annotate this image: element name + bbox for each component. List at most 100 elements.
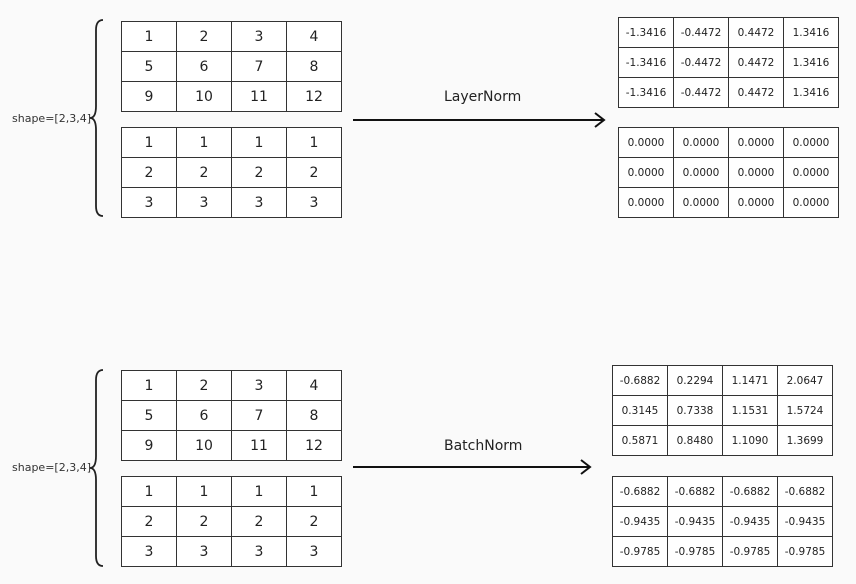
table-cell: 9	[121, 81, 177, 112]
shape-label: shape=[2,3,4]	[12, 461, 91, 474]
table-row: 1 1 1 1	[121, 127, 342, 158]
layernorm-panel: shape=[2,3,4] 1 2 3 4 5 6 7 8 9 10 11 12…	[12, 17, 839, 218]
table-row: 0.5871 0.8480 1.1090 1.3699	[612, 425, 833, 456]
table-cell: -0.9785	[612, 536, 668, 567]
table-row: 0.0000 0.0000 0.0000 0.0000	[618, 127, 839, 158]
table-cell: 1	[286, 476, 342, 507]
table-cell: 8	[286, 400, 342, 431]
table-cell: 10	[176, 81, 232, 112]
batchnorm-panel: shape=[2,3,4] 1 2 3 4 5 6 7 8 9 10 11 12…	[0, 292, 856, 584]
table-cell: 1.1090	[722, 425, 778, 456]
output-tensor-0: -0.6882 0.2294 1.1471 2.0647 0.3145 0.73…	[612, 365, 833, 456]
table-cell: -0.9785	[777, 536, 833, 567]
table-cell: -0.9435	[722, 506, 778, 537]
table-cell: 1	[121, 370, 177, 401]
table-row: -0.6882 -0.6882 -0.6882 -0.6882	[612, 476, 833, 507]
table-cell: -0.9435	[612, 506, 668, 537]
table-cell: 3	[176, 536, 232, 567]
table-cell: 1	[231, 127, 287, 158]
table-row: 9 10 11 12	[121, 430, 342, 461]
table-cell: 0.8480	[667, 425, 723, 456]
table-cell: 3	[176, 187, 232, 218]
table-cell: 2	[176, 157, 232, 188]
table-cell: 3	[121, 187, 177, 218]
table-cell: 4	[286, 370, 342, 401]
table-cell: 2	[286, 506, 342, 537]
table-row: 1 2 3 4	[121, 370, 342, 401]
table-cell: 2	[176, 370, 232, 401]
table-cell: 0.0000	[728, 187, 784, 218]
table-cell: 0.0000	[783, 127, 839, 158]
table-cell: 0.4472	[728, 77, 784, 108]
arrow-right-icon	[353, 112, 606, 128]
table-cell: 1.1531	[722, 395, 778, 426]
table-row: 5 6 7 8	[121, 51, 342, 82]
operation-label: LayerNorm	[444, 89, 522, 105]
table-cell: 0.2294	[667, 365, 723, 396]
table-cell: -0.6882	[722, 476, 778, 507]
table-row: 1 1 1 1	[121, 476, 342, 507]
table-cell: 0.0000	[728, 127, 784, 158]
table-cell: 1	[231, 476, 287, 507]
table-cell: -0.9435	[777, 506, 833, 537]
table-row: 3 3 3 3	[121, 187, 342, 218]
table-cell: 0.7338	[667, 395, 723, 426]
table-cell: 0.0000	[618, 187, 674, 218]
table-cell: 1.3416	[783, 17, 839, 48]
table-cell: 0.5871	[612, 425, 668, 456]
table-cell: 2	[121, 506, 177, 537]
table-cell: 6	[176, 51, 232, 82]
table-cell: 1	[176, 127, 232, 158]
table-cell: 3	[286, 536, 342, 567]
input-tensor-0: 1 2 3 4 5 6 7 8 9 10 11 12	[121, 370, 342, 461]
table-cell: 1	[176, 476, 232, 507]
table-row: -0.6882 0.2294 1.1471 2.0647	[612, 365, 833, 396]
table-cell: -0.6882	[667, 476, 723, 507]
table-row: -0.9435 -0.9435 -0.9435 -0.9435	[612, 506, 833, 537]
left-brace-icon	[89, 369, 104, 567]
table-cell: 10	[176, 430, 232, 461]
table-cell: 9	[121, 430, 177, 461]
table-cell: 3	[231, 370, 287, 401]
table-row: 9 10 11 12	[121, 81, 342, 112]
table-cell: -0.4472	[673, 47, 729, 78]
left-brace-icon	[89, 19, 104, 217]
output-tensor-0: -1.3416 -0.4472 0.4472 1.3416 -1.3416 -0…	[618, 17, 839, 108]
table-cell: -0.6882	[777, 476, 833, 507]
table-cell: 1	[286, 127, 342, 158]
table-cell: -0.9785	[722, 536, 778, 567]
table-cell: 1.3699	[777, 425, 833, 456]
table-cell: 7	[231, 51, 287, 82]
table-cell: -1.3416	[618, 77, 674, 108]
table-cell: -1.3416	[618, 17, 674, 48]
table-cell: 1.3416	[783, 47, 839, 78]
table-cell: 1	[121, 476, 177, 507]
table-row: -1.3416 -0.4472 0.4472 1.3416	[618, 47, 839, 78]
table-cell: 3	[231, 536, 287, 567]
table-cell: 3	[231, 187, 287, 218]
table-cell: 1.1471	[722, 365, 778, 396]
table-cell: 2	[231, 506, 287, 537]
output-tensor-1: 0.0000 0.0000 0.0000 0.0000 0.0000 0.000…	[618, 127, 839, 218]
table-cell: 2.0647	[777, 365, 833, 396]
table-cell: 0.0000	[783, 157, 839, 188]
table-cell: 0.0000	[673, 157, 729, 188]
table-cell: 2	[286, 157, 342, 188]
output-tensor-1: -0.6882 -0.6882 -0.6882 -0.6882 -0.9435 …	[612, 476, 833, 567]
table-cell: 0.0000	[618, 127, 674, 158]
table-row: 2 2 2 2	[121, 157, 342, 188]
table-cell: -0.9435	[667, 506, 723, 537]
table-row: 5 6 7 8	[121, 400, 342, 431]
table-cell: 3	[286, 187, 342, 218]
input-tensor-0: 1 2 3 4 5 6 7 8 9 10 11 12	[121, 21, 342, 112]
table-cell: -0.4472	[673, 77, 729, 108]
table-row: 1 2 3 4	[121, 21, 342, 52]
table-cell: -0.6882	[612, 365, 668, 396]
table-cell: 8	[286, 51, 342, 82]
table-cell: 0.0000	[618, 157, 674, 188]
shape-label: shape=[2,3,4]	[12, 112, 91, 125]
table-cell: -0.9785	[667, 536, 723, 567]
table-cell: 5	[121, 400, 177, 431]
table-row: 0.0000 0.0000 0.0000 0.0000	[618, 157, 839, 188]
table-cell: 3	[231, 21, 287, 52]
